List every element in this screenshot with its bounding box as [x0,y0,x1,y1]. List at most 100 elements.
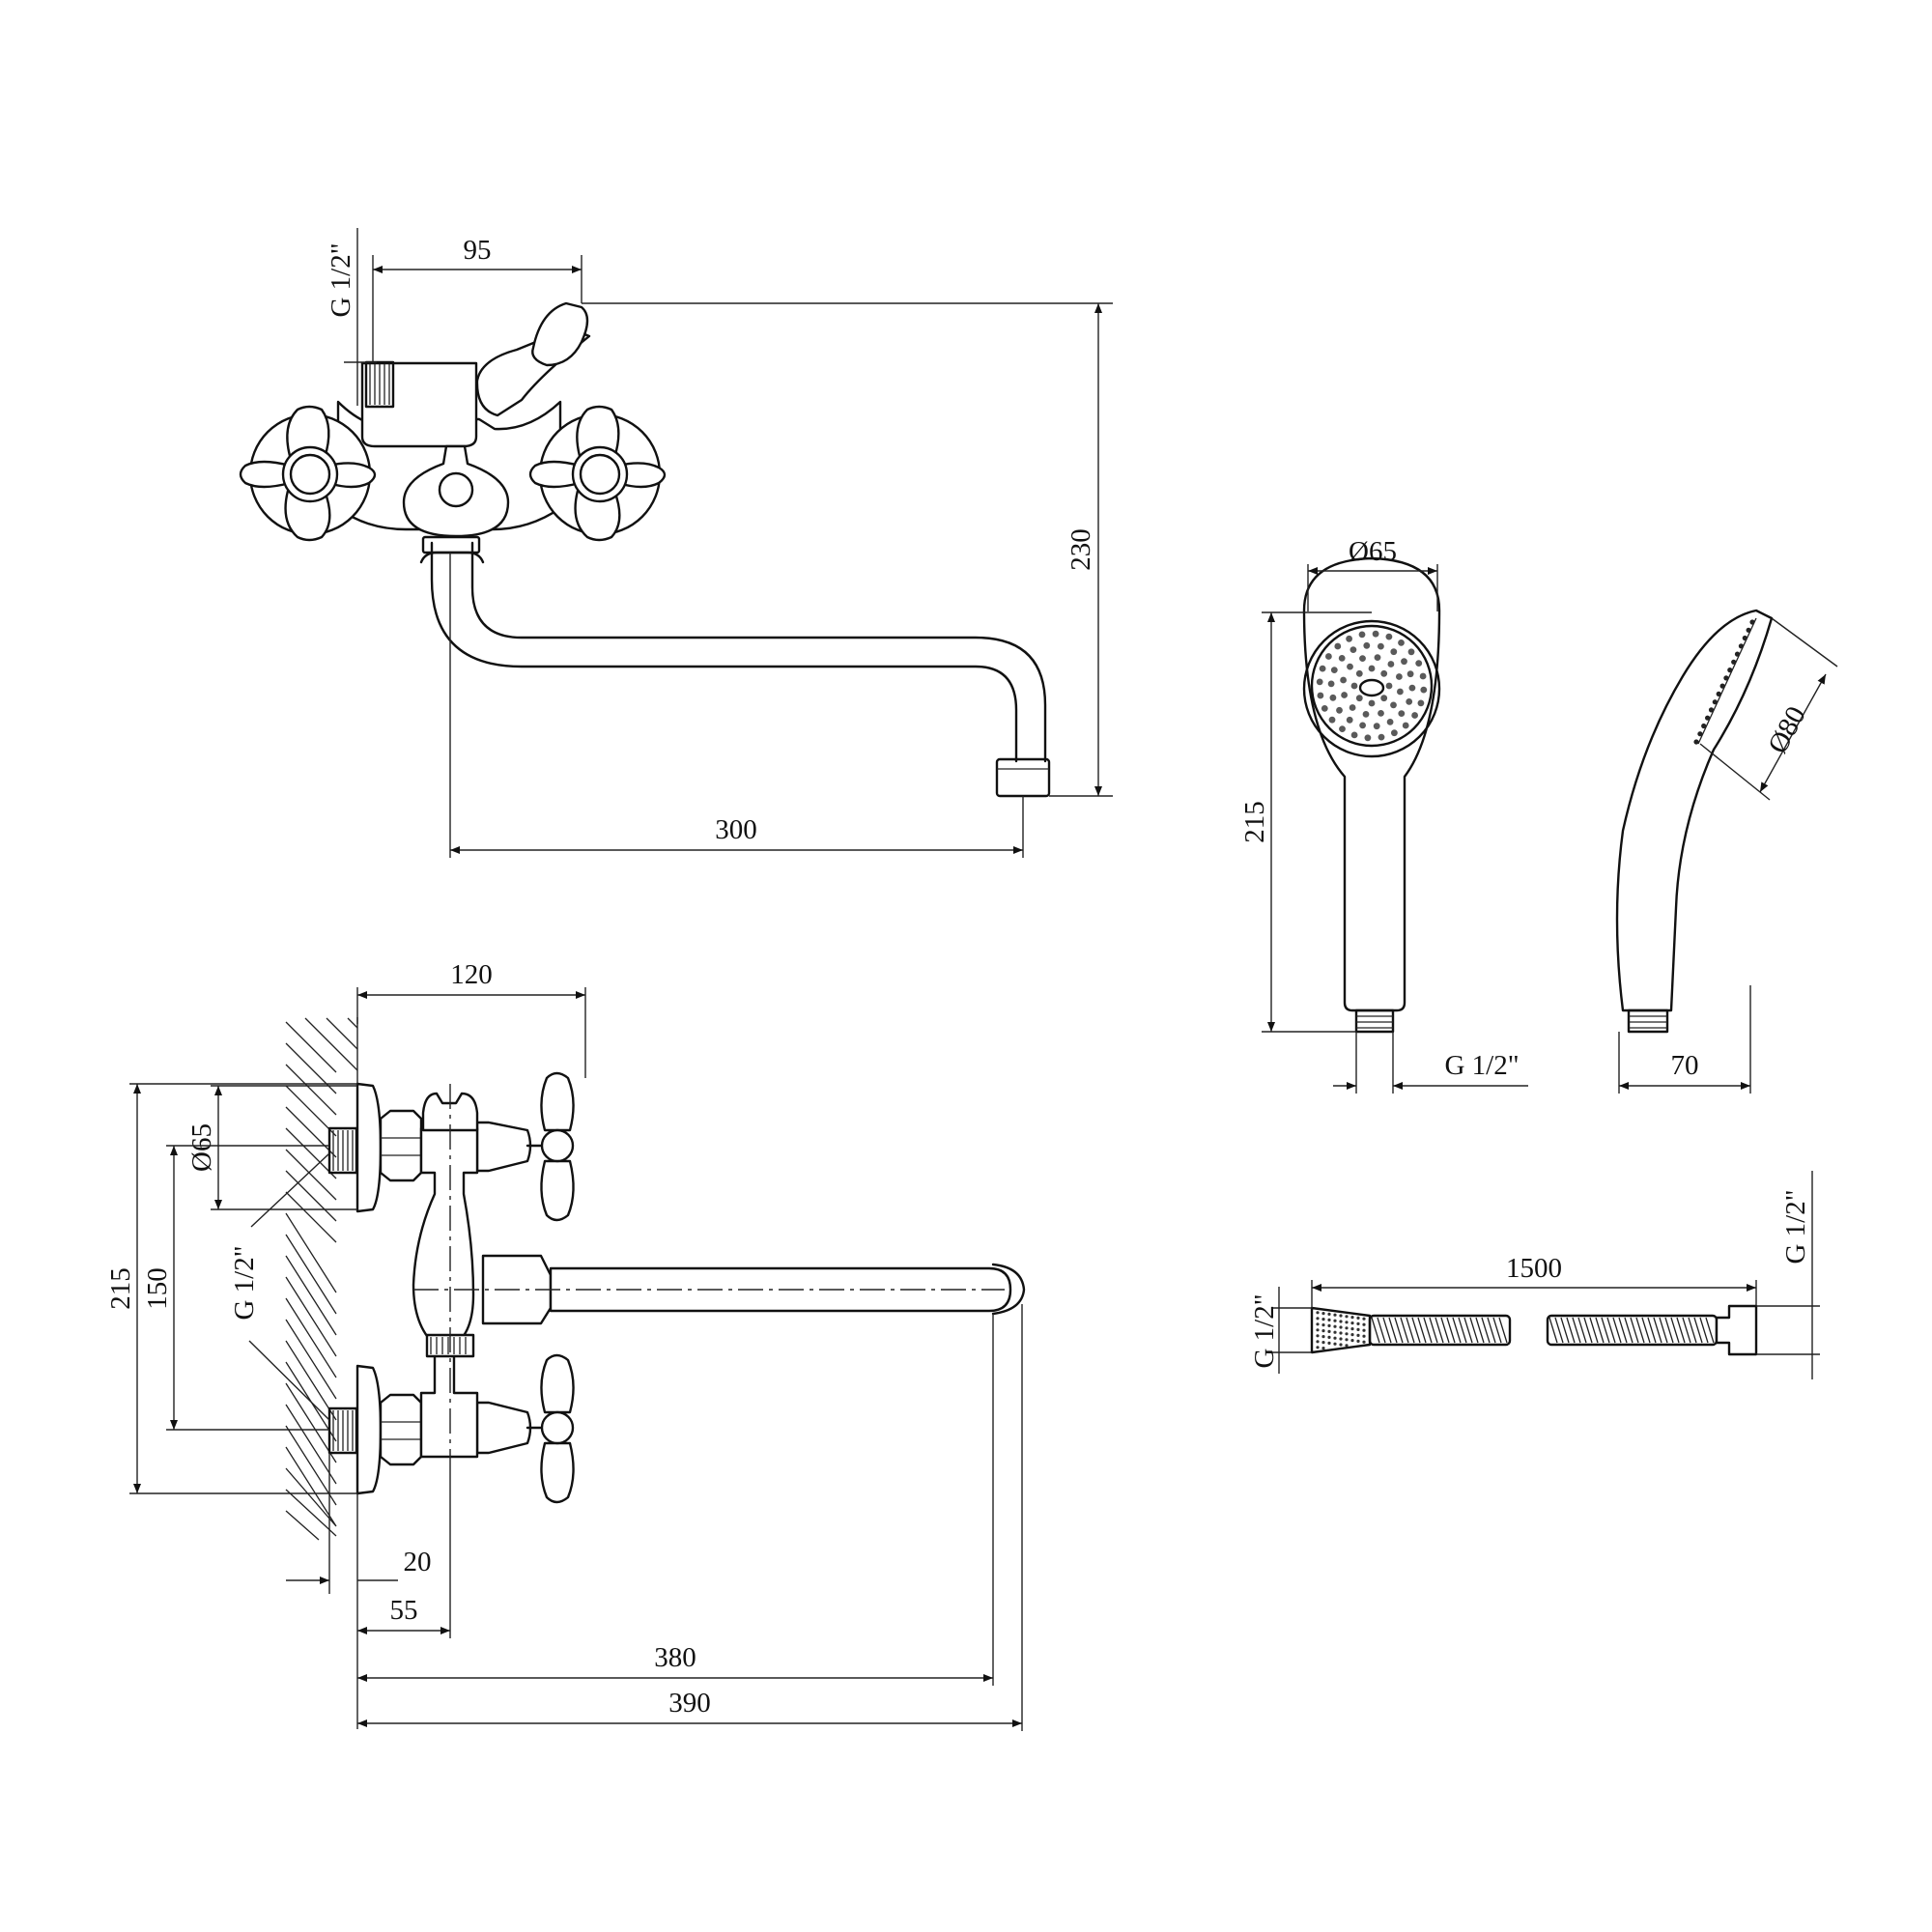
grip-dot [1356,1339,1360,1343]
spray-nozzle [1398,639,1405,646]
side-nozzle [1731,659,1737,665]
dim-shower-length-label: 215 [1239,801,1270,843]
hose-thread-left-label: G 1/2" [1249,1293,1280,1368]
grip-dot [1345,1338,1349,1342]
grip-dot [1350,1327,1354,1331]
grip-dot [1345,1332,1349,1336]
hand-shower-body [1302,556,1441,1012]
side-nozzle [1738,643,1744,649]
hose [1310,1304,1758,1356]
grip-dot [1339,1331,1343,1335]
grip-dot [1339,1320,1343,1323]
dim-55-label: 55 [390,1595,418,1626]
spray-nozzle [1349,704,1356,711]
grip-dot [1327,1335,1331,1339]
hand-shower-side-body [1615,609,1774,1012]
grip-dot [1321,1341,1325,1345]
grip-dot [1350,1333,1354,1337]
front-dim-95: 95 [372,235,582,362]
grip-dot [1350,1316,1354,1320]
grip-dot [1362,1317,1366,1321]
grip-dot [1321,1323,1325,1327]
spray-nozzle [1327,680,1335,688]
grip-dot [1316,1322,1320,1326]
spray-nozzle [1336,706,1343,714]
side-nozzle [1697,731,1703,737]
spray-nozzle [1363,641,1371,649]
spray-nozzle [1390,648,1398,656]
grip-dot [1327,1318,1331,1321]
grip-dot [1350,1339,1354,1343]
dim-230-label: 230 [1065,528,1096,571]
hand-shower-side [1615,609,1774,1034]
grip-dot [1362,1340,1366,1344]
top-dim-380: 380 [357,1314,994,1686]
grip-dot [1316,1346,1320,1350]
side-nozzle [1723,675,1729,681]
grip-dot [1339,1343,1343,1347]
grip-dot [1321,1329,1325,1333]
spray-nozzle [1350,682,1358,690]
side-nozzle [1712,699,1718,705]
spray-nozzle [1385,633,1393,640]
spray-nozzle [1407,648,1415,656]
spray-nozzle [1362,711,1370,718]
top-thread-label: G 1/2" [229,1245,260,1320]
grip-dot [1339,1314,1343,1318]
spray-nozzle [1417,699,1425,707]
grip-dot [1316,1328,1320,1332]
front-view: 95 G 1/2" 230 300 [239,228,1113,858]
spray-nozzle [1406,670,1414,678]
grip-dot [1339,1337,1343,1341]
grip-dot [1316,1311,1320,1315]
top-dim-55: 55 [356,1468,451,1729]
spray-nozzle [1419,672,1427,680]
spray-nozzle [1368,665,1376,672]
spray-nozzle [1378,733,1385,741]
spray-nozzle [1346,635,1352,642]
front-thread-dim: G 1/2" [326,228,377,406]
grip-dot [1321,1318,1325,1321]
dim-20-label: 20 [404,1547,432,1577]
side-nozzle [1746,627,1751,633]
grip-dot [1333,1313,1337,1317]
spray-nozzle [1355,695,1363,702]
spray-nozzle [1350,646,1357,653]
top-dim-215: 215 [105,1083,357,1494]
grip-dot [1321,1312,1325,1316]
grip-dot [1339,1325,1343,1329]
spray-nozzle [1359,722,1366,729]
dim-390-label: 390 [668,1688,711,1719]
top-dim-120: 120 [356,959,586,1078]
hand-shower-dims: Ø65 215 G 1/2" [1239,536,1528,1094]
spray-nozzle [1378,710,1384,717]
spray-nozzle [1380,695,1388,702]
spray-nozzle [1396,673,1403,680]
dim-phi65-label: Ø65 [186,1123,217,1172]
grip-dot [1345,1344,1349,1348]
dim-side-diameter-label: Ø80 [1762,701,1812,758]
dim-95-label: 95 [464,235,492,266]
grip-dot [1316,1334,1320,1338]
spray-nozzle [1359,655,1366,662]
side-nozzle [1708,707,1715,713]
front-dim-300: 300 [449,553,1024,858]
spray-nozzle [1374,654,1381,661]
hand-shower-front [1302,556,1441,1034]
dim-hose-length-label: 1500 [1506,1253,1562,1284]
grip-dot [1321,1347,1325,1350]
spray-nozzle [1385,682,1393,690]
front-spout [430,541,1051,798]
spray-nozzle [1364,734,1372,742]
grip-dot [1333,1342,1337,1346]
grip-dot [1316,1340,1320,1344]
spray-nozzle [1325,653,1332,660]
spray-nozzle [1372,630,1379,638]
dim-215-label: 215 [105,1267,136,1310]
spray-nozzle [1347,663,1353,670]
spray-nozzles [1316,630,1428,742]
top-dim-150: 150 [142,1145,329,1431]
dim-head-diameter-label: Ø65 [1349,536,1397,567]
spray-nozzle [1338,655,1346,662]
